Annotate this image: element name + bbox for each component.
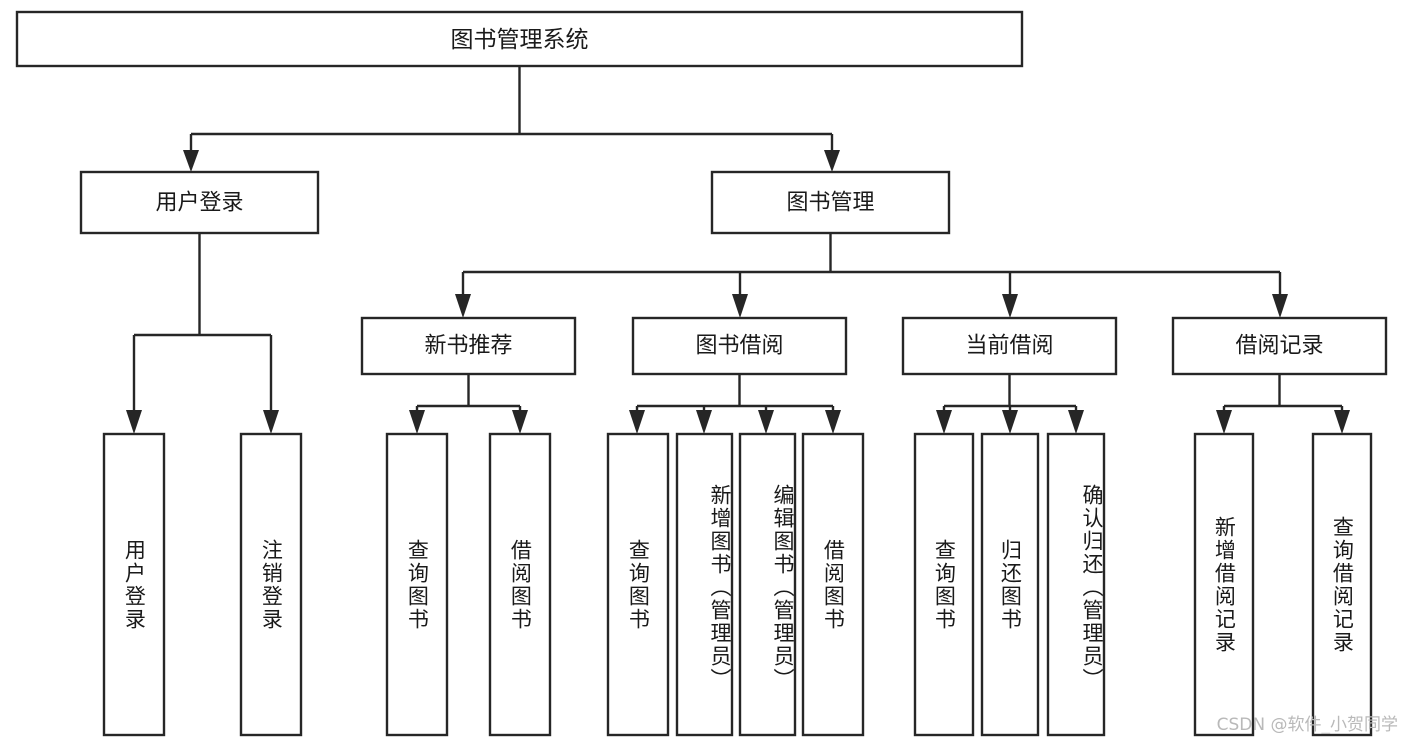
node-new-book-recommend-box[interactable]	[360, 316, 577, 376]
arrowhead-record-leaf-1	[1216, 410, 1232, 434]
arrowhead-recommend-leaf-1	[409, 410, 425, 434]
node-user-login-box[interactable]	[79, 170, 320, 235]
arrowhead-borrow-record	[1272, 294, 1288, 318]
leaf-current-return-book-box[interactable]	[980, 432, 1040, 737]
leaf-user-login[interactable]	[102, 432, 166, 737]
node-user-login-label: 用户登录	[155, 191, 243, 216]
leaf-record-query-record-box[interactable]	[1311, 432, 1373, 737]
node-book-borrow[interactable]: 图书借阅	[631, 316, 848, 376]
leaf-current-query-book-box[interactable]	[913, 432, 975, 737]
leaf-current-confirm-return[interactable]	[1046, 432, 1106, 737]
node-book-borrow-box[interactable]	[631, 316, 848, 376]
leaf-borrow-query-book-box[interactable]	[606, 432, 670, 737]
arrowhead-borrow-leaf-4	[825, 410, 841, 434]
node-current-borrow-label: 当前借阅	[965, 334, 1053, 359]
arrowhead-recommend-leaf-2	[512, 410, 528, 434]
leaf-current-query-book[interactable]	[913, 432, 975, 737]
arrowhead-current-borrow	[1002, 294, 1018, 318]
arrowhead-user-login	[183, 150, 199, 172]
arrowhead-leaf-user-login	[126, 410, 142, 434]
node-book-management[interactable]: 图书管理	[710, 170, 951, 235]
node-user-login[interactable]: 用户登录	[79, 170, 320, 235]
leaf-logout-login-box[interactable]	[239, 432, 303, 737]
leaf-borrow-edit-book-box[interactable]	[738, 432, 797, 737]
arrowhead-borrow-leaf-2	[696, 410, 712, 434]
leaf-borrow-edit-book[interactable]	[738, 432, 797, 737]
leaf-borrow-borrow-book[interactable]	[801, 432, 865, 737]
node-borrow-record-label: 借阅记录	[1235, 334, 1323, 359]
node-borrow-record-box[interactable]	[1171, 316, 1388, 376]
arrowhead-current-leaf-1	[936, 410, 952, 434]
arrowhead-book-mgmt	[824, 150, 840, 172]
arrowhead-record-leaf-2	[1334, 410, 1350, 434]
arrowhead-leaf-logout	[263, 410, 279, 434]
node-current-borrow[interactable]: 当前借阅	[901, 316, 1118, 376]
leaf-recommend-borrow-book-box[interactable]	[488, 432, 552, 737]
leaf-recommend-borrow-book[interactable]	[488, 432, 552, 737]
leaf-borrow-add-book[interactable]	[675, 432, 734, 737]
arrowhead-book-borrow	[732, 294, 748, 318]
node-root[interactable]: 图书管理系统	[15, 10, 1024, 68]
arrowhead-borrow-leaf-1	[629, 410, 645, 434]
leaf-logout-login[interactable]	[239, 432, 303, 737]
arrowhead-new-book-recommend	[455, 294, 471, 318]
leaf-current-confirm-return-box[interactable]	[1046, 432, 1106, 737]
leaf-recommend-query-book[interactable]	[385, 432, 449, 737]
leaf-recommend-query-book-box[interactable]	[385, 432, 449, 737]
node-book-management-box[interactable]	[710, 170, 951, 235]
node-current-borrow-box[interactable]	[901, 316, 1118, 376]
csdn-watermark: CSDN @软件_小贺同学	[1217, 715, 1398, 735]
arrowhead-current-leaf-2	[1002, 410, 1018, 434]
node-borrow-record[interactable]: 借阅记录	[1171, 316, 1388, 376]
leaf-user-login-box[interactable]	[102, 432, 166, 737]
arrowhead-current-leaf-3	[1068, 410, 1084, 434]
connector-layer	[126, 66, 1350, 434]
node-new-book-recommend-label: 新书推荐	[424, 334, 512, 359]
leaf-borrow-borrow-book-box[interactable]	[801, 432, 865, 737]
node-root-box[interactable]	[15, 10, 1024, 68]
leaf-record-query-record[interactable]	[1311, 432, 1373, 737]
leaf-record-add-record[interactable]	[1193, 432, 1255, 737]
leaf-borrow-query-book[interactable]	[606, 432, 670, 737]
node-new-book-recommend[interactable]: 新书推荐	[360, 316, 577, 376]
leaf-borrow-add-book-box[interactable]	[675, 432, 734, 737]
arrowhead-borrow-leaf-3	[758, 410, 774, 434]
node-book-borrow-label: 图书借阅	[695, 334, 783, 359]
node-root-label: 图书管理系统	[451, 27, 589, 53]
leaf-current-return-book[interactable]	[980, 432, 1040, 737]
leaf-record-add-record-box[interactable]	[1193, 432, 1255, 737]
node-book-management-label: 图书管理	[786, 191, 874, 216]
